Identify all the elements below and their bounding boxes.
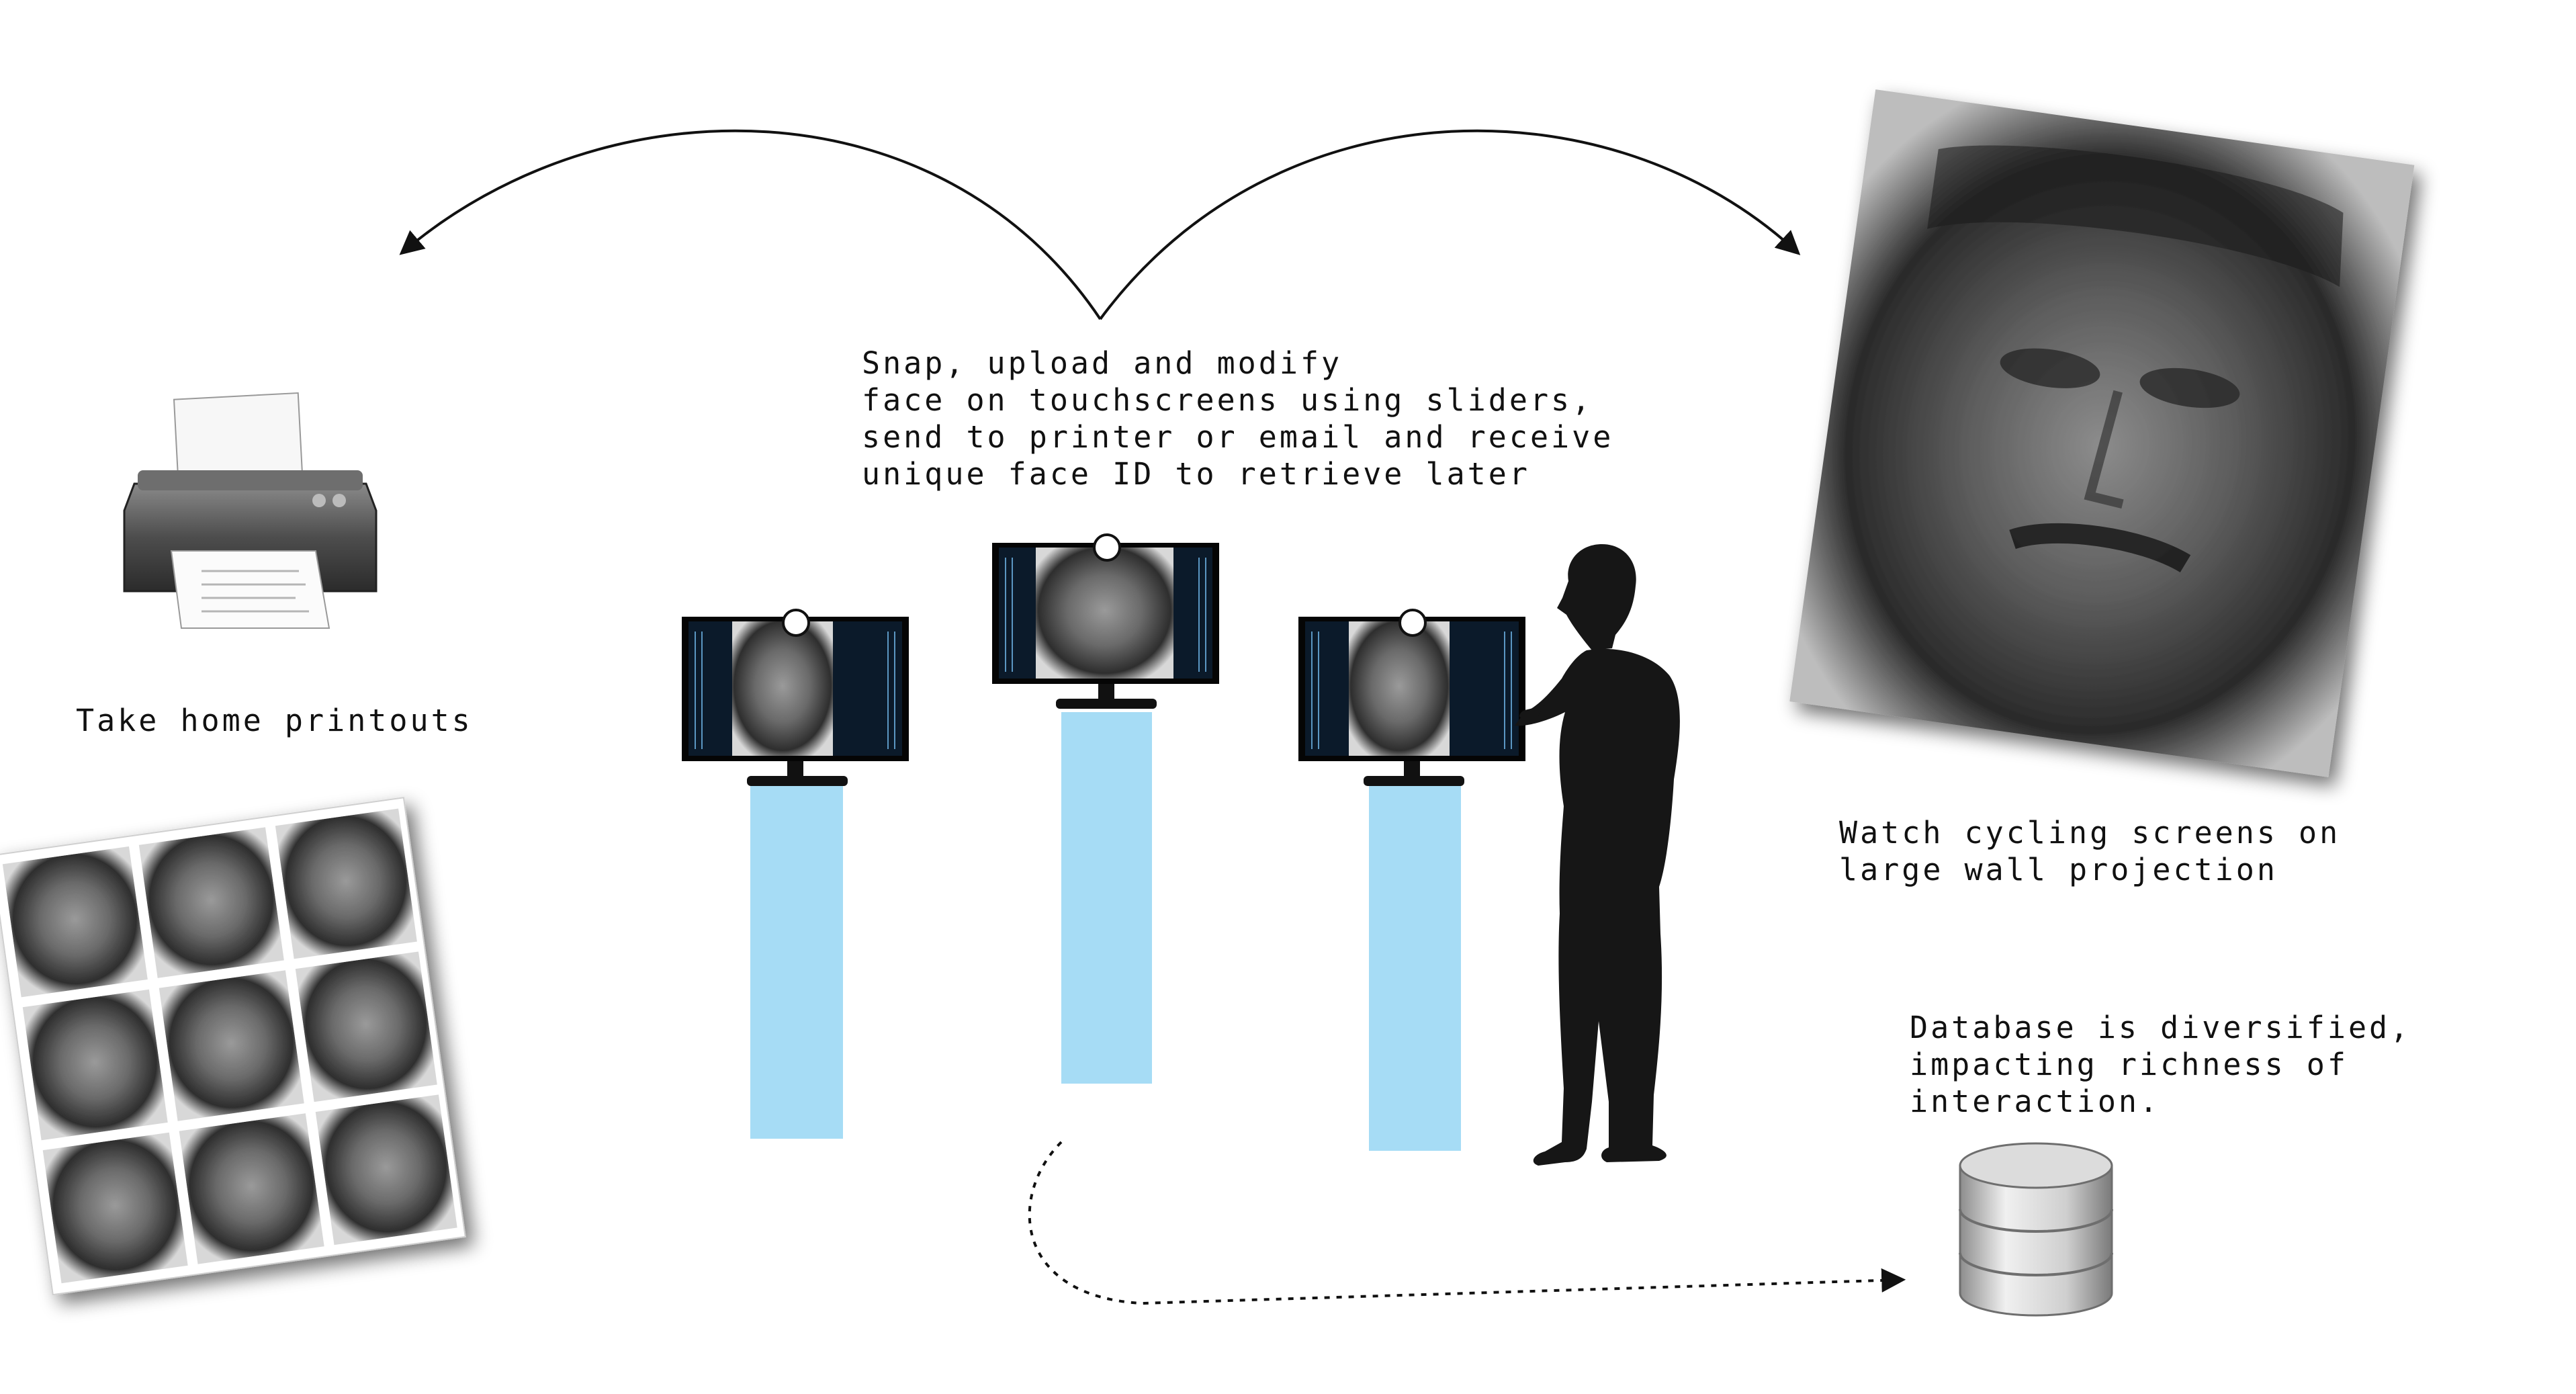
label-line: impacting richness of: [1910, 1047, 2348, 1082]
person-silhouette: [1515, 544, 1680, 1166]
camera-icon: [782, 609, 810, 637]
label-line: Watch cycling screens on: [1839, 815, 2341, 851]
printout-face: [2, 846, 148, 998]
pedestal: [1061, 712, 1152, 1084]
label-line: Snap, upload and modify: [862, 345, 1343, 381]
face-on-screen: [732, 621, 833, 756]
arrow-to-projection: [1099, 129, 1801, 320]
printout-face: [295, 951, 437, 1102]
label-line: large wall projection: [1839, 852, 2278, 887]
printer-icon: [123, 392, 377, 629]
printout-face: [315, 1094, 457, 1246]
label-line: unique face ID to retrieve later: [862, 456, 1530, 492]
label-line: send to printer or email and receive: [862, 419, 1614, 455]
printout-face: [42, 1132, 188, 1284]
kiosk-left: [682, 609, 909, 1139]
kiosk-right: [1298, 609, 1525, 1151]
arrow-to-database: [1028, 1141, 1906, 1305]
printout-face: [22, 989, 168, 1141]
arrow-to-printer: [399, 129, 1102, 320]
face-on-screen: [1036, 548, 1173, 679]
label-line: face on touchscreens using sliders,: [862, 382, 1593, 418]
label-database: Database is diversified, impacting richn…: [1910, 1009, 2411, 1120]
face-on-screen: [1349, 621, 1450, 756]
wall-projection: [1789, 89, 2415, 777]
kiosk-center: [992, 533, 1219, 1084]
pedestal: [1369, 786, 1461, 1151]
label-line: Take home printouts: [76, 703, 473, 738]
printout-face: [138, 827, 284, 978]
label-line: interaction.: [1910, 1084, 2161, 1119]
label-snap-upload: Snap, upload and modify face on touchscr…: [862, 345, 1613, 492]
printout-face-grid: [2, 808, 457, 1284]
database-icon: [1959, 1142, 2113, 1317]
printout-face: [275, 808, 417, 959]
label-line: Database is diversified,: [1910, 1010, 2411, 1045]
label-take-home: Take home printouts: [76, 702, 473, 739]
printout-face: [179, 1113, 324, 1264]
label-wall-projection: Watch cycling screens on large wall proj…: [1839, 814, 2340, 888]
flow-arrows-top: [399, 129, 1801, 320]
printout-sheet: [0, 797, 466, 1296]
camera-icon: [1093, 533, 1121, 562]
pedestal: [750, 786, 843, 1139]
camera-icon: [1398, 609, 1427, 637]
printout-face: [159, 970, 304, 1121]
